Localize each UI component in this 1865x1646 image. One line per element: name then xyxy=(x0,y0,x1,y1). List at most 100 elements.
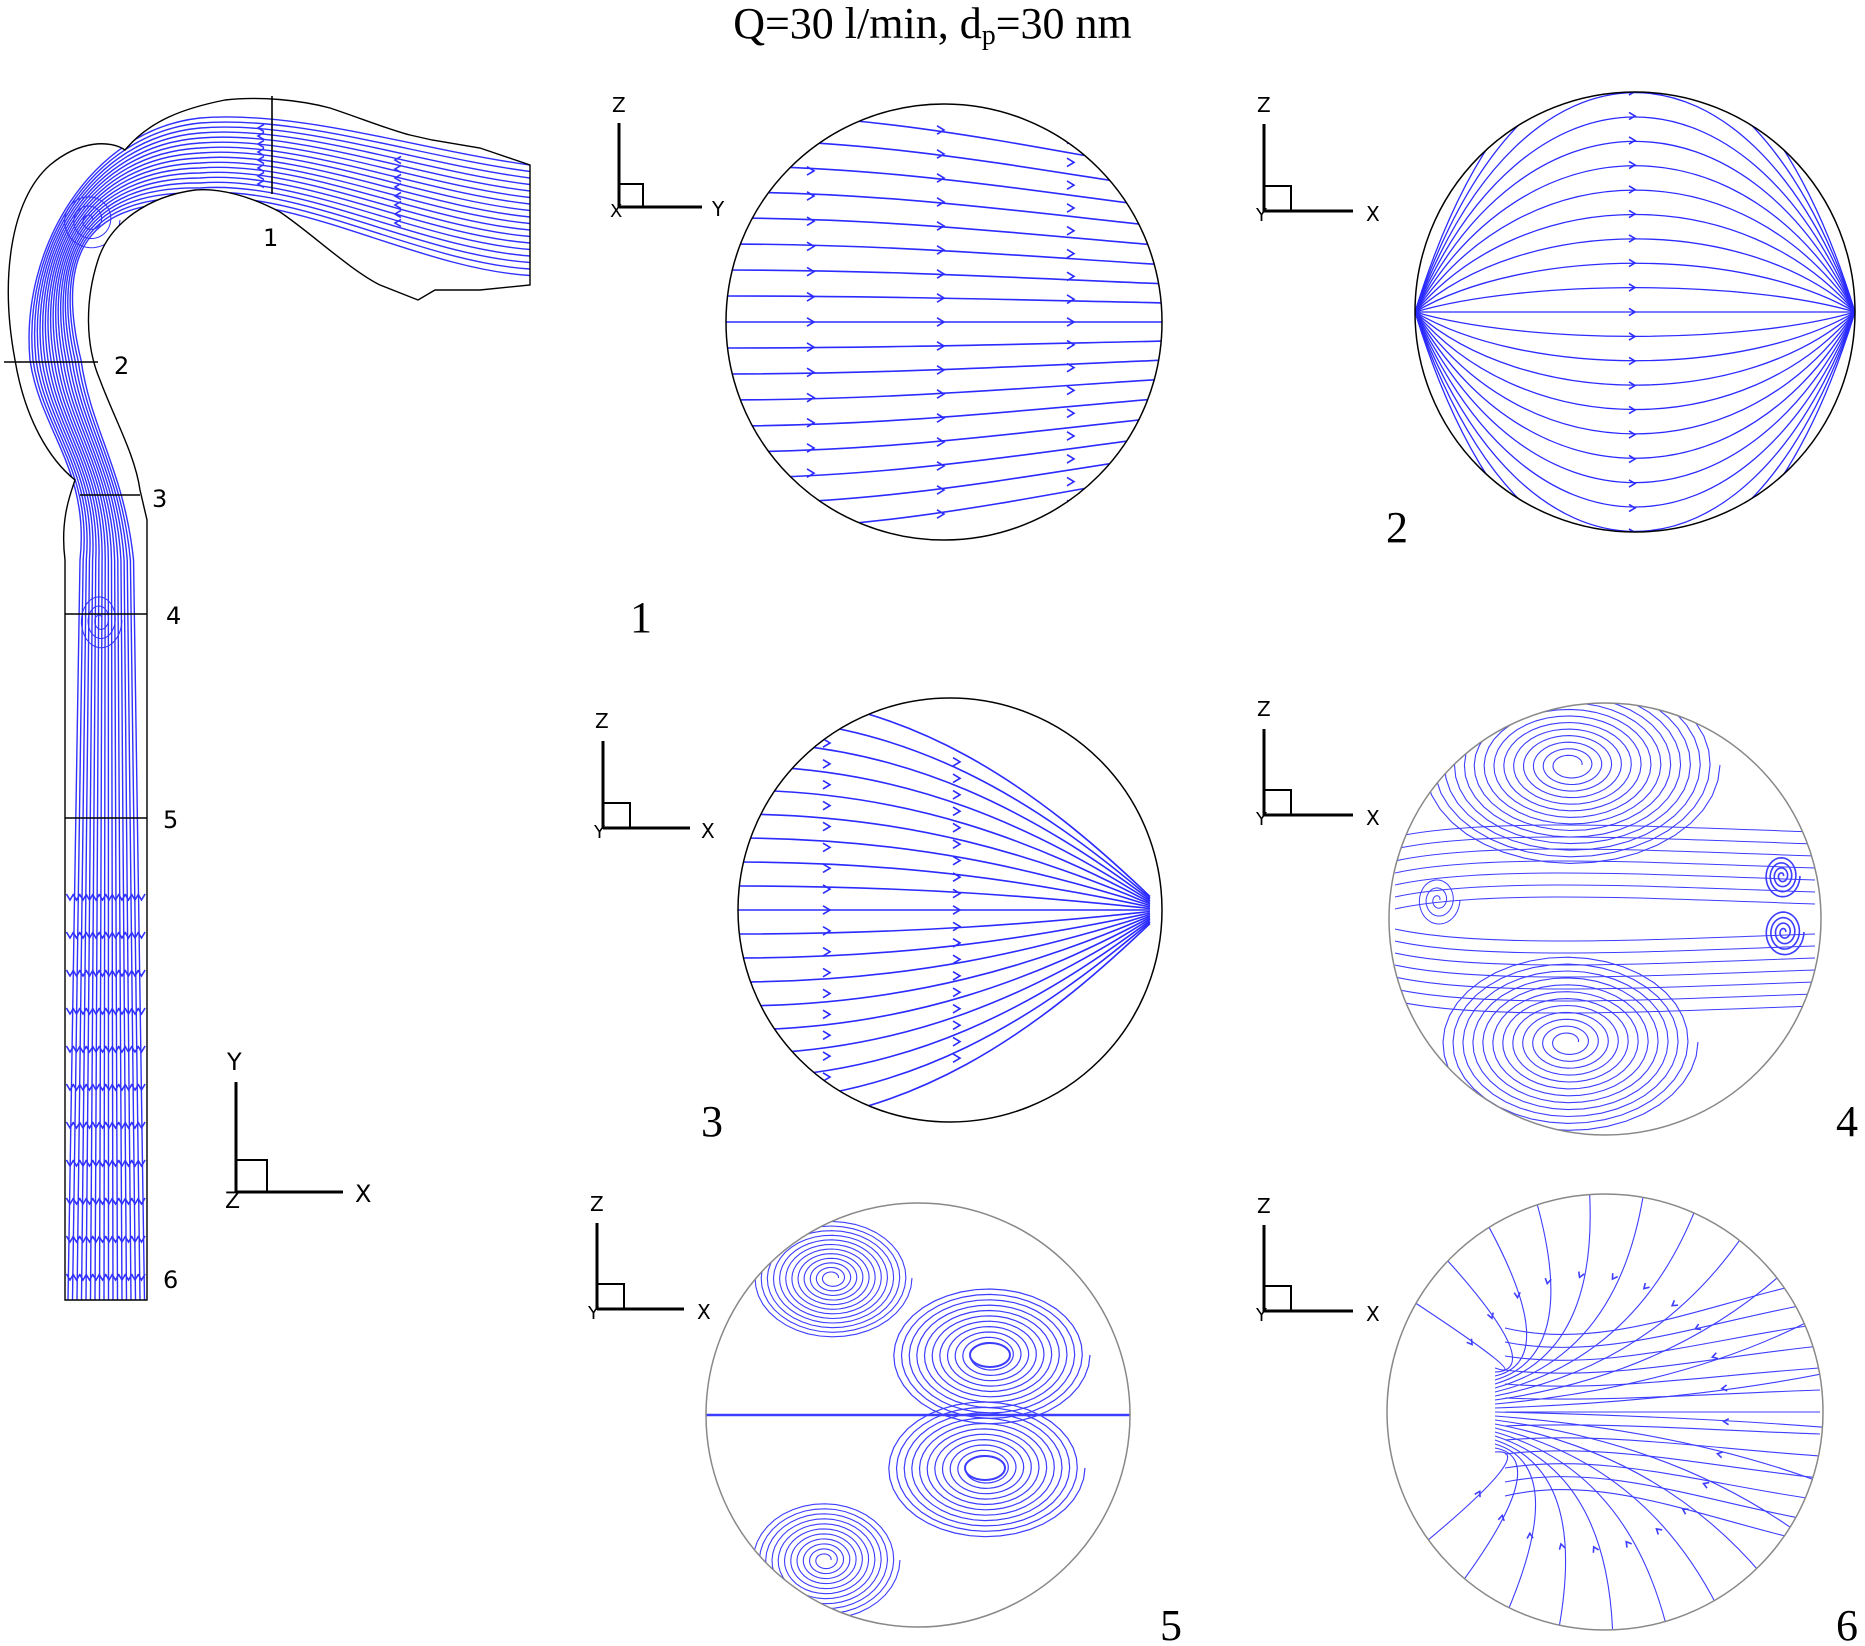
flow-arrow xyxy=(822,946,832,957)
flow-arrow xyxy=(72,931,81,940)
flow-arrow xyxy=(1558,1542,1566,1550)
flow-arrow xyxy=(130,931,140,940)
streamline xyxy=(1442,956,1699,1131)
flow-arrow xyxy=(72,1197,81,1206)
panel-4-streamlines xyxy=(1394,703,1816,1131)
flow-arrow xyxy=(806,367,816,378)
flow-arrow xyxy=(1066,271,1076,282)
streamline xyxy=(1494,1431,1668,1629)
flow-arrow xyxy=(822,800,832,811)
flow-arrow xyxy=(78,1007,88,1016)
flow-arrow xyxy=(85,931,94,940)
airway-axis-y: Y xyxy=(226,1048,242,1076)
flow-arrow xyxy=(72,1159,81,1168)
flow-arrow xyxy=(91,931,101,940)
flow-arrow xyxy=(1628,405,1637,415)
flow-arrow xyxy=(117,1197,127,1206)
flow-arrow xyxy=(1628,283,1637,292)
streamline xyxy=(1494,1427,1718,1608)
flow-arrow xyxy=(98,1159,107,1168)
flow-arrow xyxy=(104,1045,114,1054)
flow-arrow xyxy=(130,1045,140,1054)
flow-arrow xyxy=(85,1273,94,1282)
streamline xyxy=(31,121,530,1300)
panel-4-axis-origin: Y xyxy=(1255,809,1268,830)
streamline xyxy=(738,916,1151,1031)
flow-arrow xyxy=(91,1235,101,1244)
flow-arrow xyxy=(98,1273,107,1282)
panel-5-axis-origin: Y xyxy=(587,1303,600,1324)
flow-arrow xyxy=(1655,1527,1663,1535)
flow-arrow xyxy=(822,821,832,832)
flow-arrow xyxy=(124,1235,133,1244)
flow-arrow xyxy=(65,1197,75,1206)
streamline xyxy=(1394,976,1816,990)
flow-arrow xyxy=(98,969,107,978)
flow-arrow xyxy=(72,1007,81,1016)
flow-arrow xyxy=(936,221,946,231)
streamline xyxy=(1504,1367,1821,1387)
flow-arrow xyxy=(806,266,816,277)
flow-arrow xyxy=(85,1083,94,1092)
flow-arrow xyxy=(1544,1277,1552,1286)
streamline xyxy=(1394,988,1816,1002)
flow-arrow xyxy=(806,165,816,176)
flow-arrow xyxy=(111,1235,120,1244)
flow-arrow xyxy=(1628,356,1637,366)
flow-arrow xyxy=(1625,1540,1632,1548)
flow-arrow xyxy=(393,218,402,228)
flow-arrow xyxy=(78,893,88,902)
flow-arrow xyxy=(393,191,402,201)
streamline xyxy=(1504,1323,1821,1361)
flow-arrow xyxy=(91,1045,101,1054)
flow-arrow xyxy=(822,842,832,853)
title-subscript: p xyxy=(981,20,996,51)
title-prefix: Q=30 l/min, d xyxy=(733,0,982,48)
flow-arrow xyxy=(952,822,962,833)
streamline xyxy=(1765,856,1801,898)
streamline xyxy=(1415,238,1855,313)
flow-arrow xyxy=(952,954,962,965)
flow-arrow xyxy=(936,437,946,447)
streamline xyxy=(1415,311,1855,508)
panel-1-axis-origin: X xyxy=(610,201,622,222)
flow-arrow xyxy=(1628,136,1637,145)
flow-arrow xyxy=(130,1083,140,1092)
flow-arrow xyxy=(85,1159,94,1168)
streamline xyxy=(726,269,1162,285)
panel-4-axes xyxy=(1262,729,1353,817)
flow-arrow xyxy=(72,1273,81,1282)
flow-arrow xyxy=(1628,307,1637,317)
streamline xyxy=(726,397,1162,427)
flow-arrow xyxy=(952,970,962,981)
flow-arrow xyxy=(1577,1271,1585,1279)
streamline xyxy=(47,151,530,1300)
flow-arrow xyxy=(65,931,75,940)
flow-arrow xyxy=(104,931,114,940)
flow-arrow xyxy=(98,1197,107,1206)
flow-arrow xyxy=(98,931,107,940)
streamline xyxy=(71,201,530,1300)
flow-arrow xyxy=(256,147,265,157)
flow-arrow xyxy=(952,888,962,899)
streamline xyxy=(1765,911,1805,956)
flow-arrow xyxy=(1628,160,1637,170)
flow-arrow xyxy=(124,1045,133,1054)
flow-arrow xyxy=(1611,1273,1619,1281)
streamline xyxy=(738,861,1151,908)
panel-1-axis-horizontal: Y xyxy=(711,197,725,221)
flow-arrow xyxy=(111,1121,120,1130)
streamline xyxy=(738,885,1151,910)
flow-arrow xyxy=(117,931,127,940)
flow-arrow xyxy=(936,461,946,471)
flow-arrow xyxy=(111,931,120,940)
flow-arrow xyxy=(1710,1352,1719,1360)
flow-arrow xyxy=(806,191,816,201)
flow-arrow xyxy=(1513,1291,1521,1300)
flow-arrow xyxy=(117,1083,127,1092)
streamline xyxy=(726,113,1162,171)
flow-arrow xyxy=(111,1273,120,1282)
flow-arrow xyxy=(822,925,832,936)
panel-6-axis-vertical: Z xyxy=(1257,1194,1271,1218)
flow-arrow xyxy=(806,443,816,453)
